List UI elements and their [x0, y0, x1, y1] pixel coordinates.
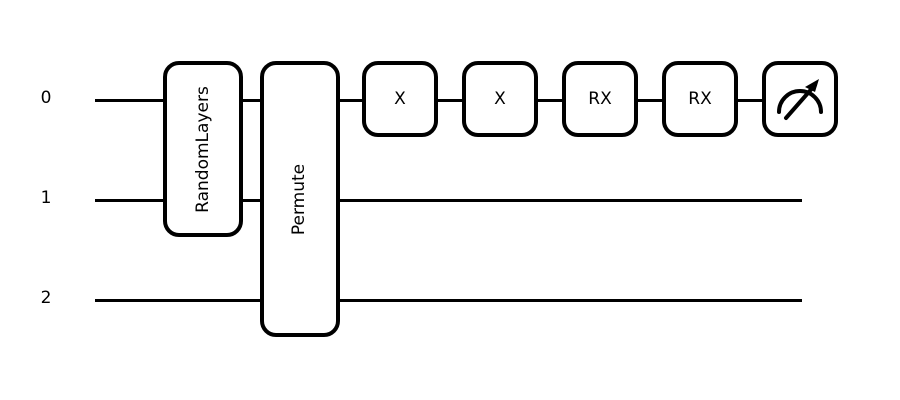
wire-label-1: 1: [40, 188, 52, 208]
gate-rx[interactable]: RX: [562, 61, 638, 137]
wire-line-0: [738, 99, 762, 102]
wire-line-0: [340, 99, 362, 102]
gate-label: RX: [688, 88, 712, 109]
wire-line-1: [243, 199, 260, 202]
wire-line-2: [95, 299, 260, 302]
gate-x[interactable]: X: [462, 61, 538, 137]
wire-label-0: 0: [40, 88, 52, 108]
wire-line-0: [638, 99, 662, 102]
gate-label: RX: [588, 88, 612, 109]
gate-rx[interactable]: RX: [662, 61, 738, 137]
gate-measure[interactable]: [762, 61, 838, 137]
gate-label: X: [394, 88, 406, 109]
gate-label: X: [494, 88, 506, 109]
gate-permute-multiqubit[interactable]: Permute: [260, 61, 340, 337]
wire-line-1: [340, 199, 802, 202]
measure-meter-icon: [777, 79, 823, 120]
wire-line-1: [95, 199, 163, 202]
wire-line-2: [340, 299, 802, 302]
wire-line-0: [95, 99, 163, 102]
gate-label: Permute: [289, 163, 310, 235]
gate-randomlayers-multiqubit[interactable]: RandomLayers: [163, 61, 243, 237]
gate-label: RandomLayers: [192, 85, 213, 213]
wire-line-0: [538, 99, 562, 102]
wire-line-0: [243, 99, 260, 102]
gate-x[interactable]: X: [362, 61, 438, 137]
wire-line-0: [438, 99, 462, 102]
wire-label-2: 2: [40, 288, 52, 308]
